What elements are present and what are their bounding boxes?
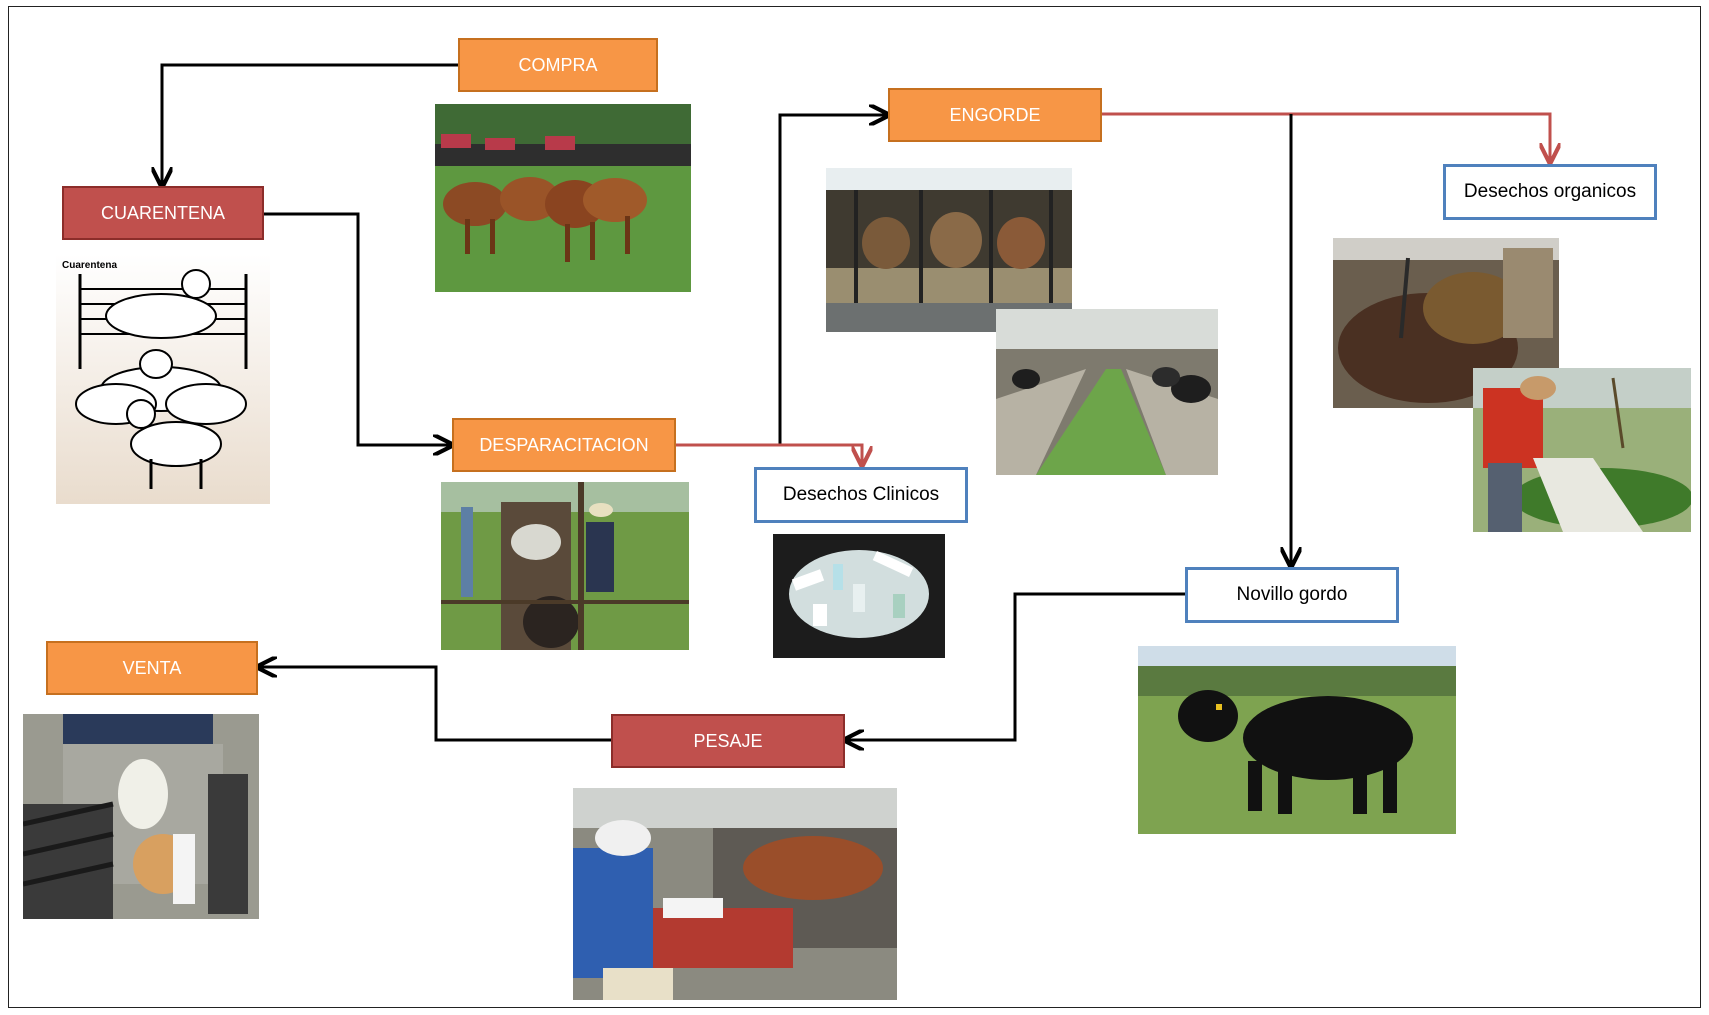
- arrow-novillo-to-pesaje: [845, 592, 1185, 740]
- arrow-pesaje-to-venta: [258, 667, 611, 742]
- novillo-gordo-photo: [1138, 646, 1456, 834]
- weighing-scale-image: [573, 788, 897, 1000]
- cattle-truck-image: [23, 714, 259, 919]
- desechos-organicos-output: Desechos organicos: [1443, 164, 1657, 220]
- desechos-organicos-worker-photo: [1473, 368, 1691, 532]
- compost-worker-image: [1473, 368, 1691, 532]
- arrow-desparacitacion-to-engorde: [778, 115, 888, 445]
- engorde-stage: ENGORDE: [888, 88, 1102, 142]
- diagram-frame: [8, 6, 1701, 1008]
- venta-stage: VENTA: [46, 641, 258, 695]
- pesaje-stage: PESAJE: [611, 714, 845, 768]
- quarantine-cows-drawing: [56, 254, 270, 504]
- arrow-compra-to-cuarentena: [162, 63, 458, 186]
- arrow-engorde-to-desechos-organicos: [1102, 112, 1550, 162]
- cuarentena-illustration: Cuarentena: [56, 254, 270, 504]
- desechos-clinicos-photo: [773, 534, 945, 658]
- engorde-barn-photo: [996, 309, 1218, 475]
- engorde-feeding-photo: [826, 168, 1072, 332]
- compra-cattle-image: [435, 104, 691, 292]
- desparacitacion-photo: [441, 482, 689, 650]
- arrow-cuarentena-to-desparacitacion: [264, 212, 452, 445]
- venta-truck-photo: [23, 714, 259, 919]
- cuarentena-stage: CUARENTENA: [62, 186, 264, 240]
- desechos-clinicos-output: Desechos Clinicos: [754, 467, 968, 523]
- deworming-chute-image: [441, 482, 689, 650]
- fat-steer-image: [1138, 646, 1456, 834]
- arrow-desparacitacion-to-desechos-clinicos: [676, 443, 862, 465]
- clinical-waste-image: [773, 534, 945, 658]
- novillo-gordo-output: Novillo gordo: [1185, 567, 1399, 623]
- cuarentena-caption: Cuarentena: [62, 260, 118, 271]
- compra-cattle-photo: [435, 104, 691, 292]
- compra-stage: COMPRA: [458, 38, 658, 92]
- feedlot-barn-image: [996, 309, 1218, 475]
- desparacitacion-stage: DESPARACITACION: [452, 418, 676, 472]
- pesaje-photo: [573, 788, 897, 1000]
- feedlot-cattle-image: [826, 168, 1072, 332]
